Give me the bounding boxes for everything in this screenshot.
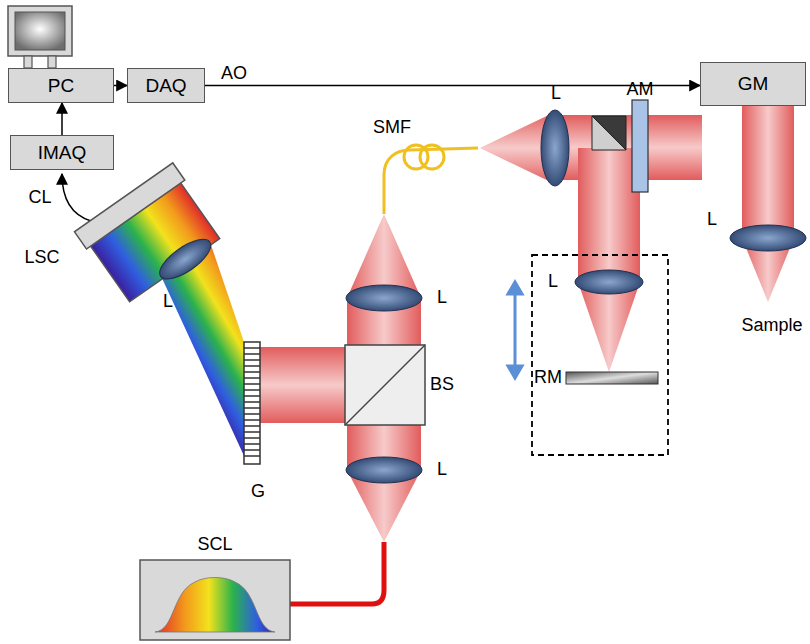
signal-line	[61, 103, 63, 135]
box-label: IMAQ	[38, 142, 87, 164]
part-label: L	[437, 288, 447, 308]
part-label: AM	[627, 80, 654, 100]
instrument-box: GM	[700, 62, 806, 106]
box-label: GM	[738, 73, 769, 95]
instrument-box: DAQ	[127, 68, 205, 103]
part-label: L	[163, 292, 173, 312]
part-label: G	[251, 482, 265, 502]
part-label: L	[548, 272, 558, 292]
part-label: L	[437, 460, 447, 480]
signal-name: AO	[219, 64, 249, 84]
part-label: RM	[534, 368, 562, 388]
signal-line	[114, 85, 127, 87]
part-label: CL	[28, 188, 51, 208]
part-label: LSC	[24, 248, 59, 268]
box-label: PC	[48, 75, 74, 97]
signal-line	[205, 85, 700, 87]
instrument-box: PC	[8, 68, 114, 103]
part-label: L	[707, 210, 717, 230]
box-label: DAQ	[145, 75, 186, 97]
part-label: L	[551, 84, 561, 104]
part-label: BS	[430, 375, 454, 395]
part-label: SCL	[197, 535, 232, 555]
part-label: Sample	[741, 316, 802, 336]
part-label: SMF	[373, 118, 411, 138]
instrument-box: IMAQ	[10, 135, 114, 170]
